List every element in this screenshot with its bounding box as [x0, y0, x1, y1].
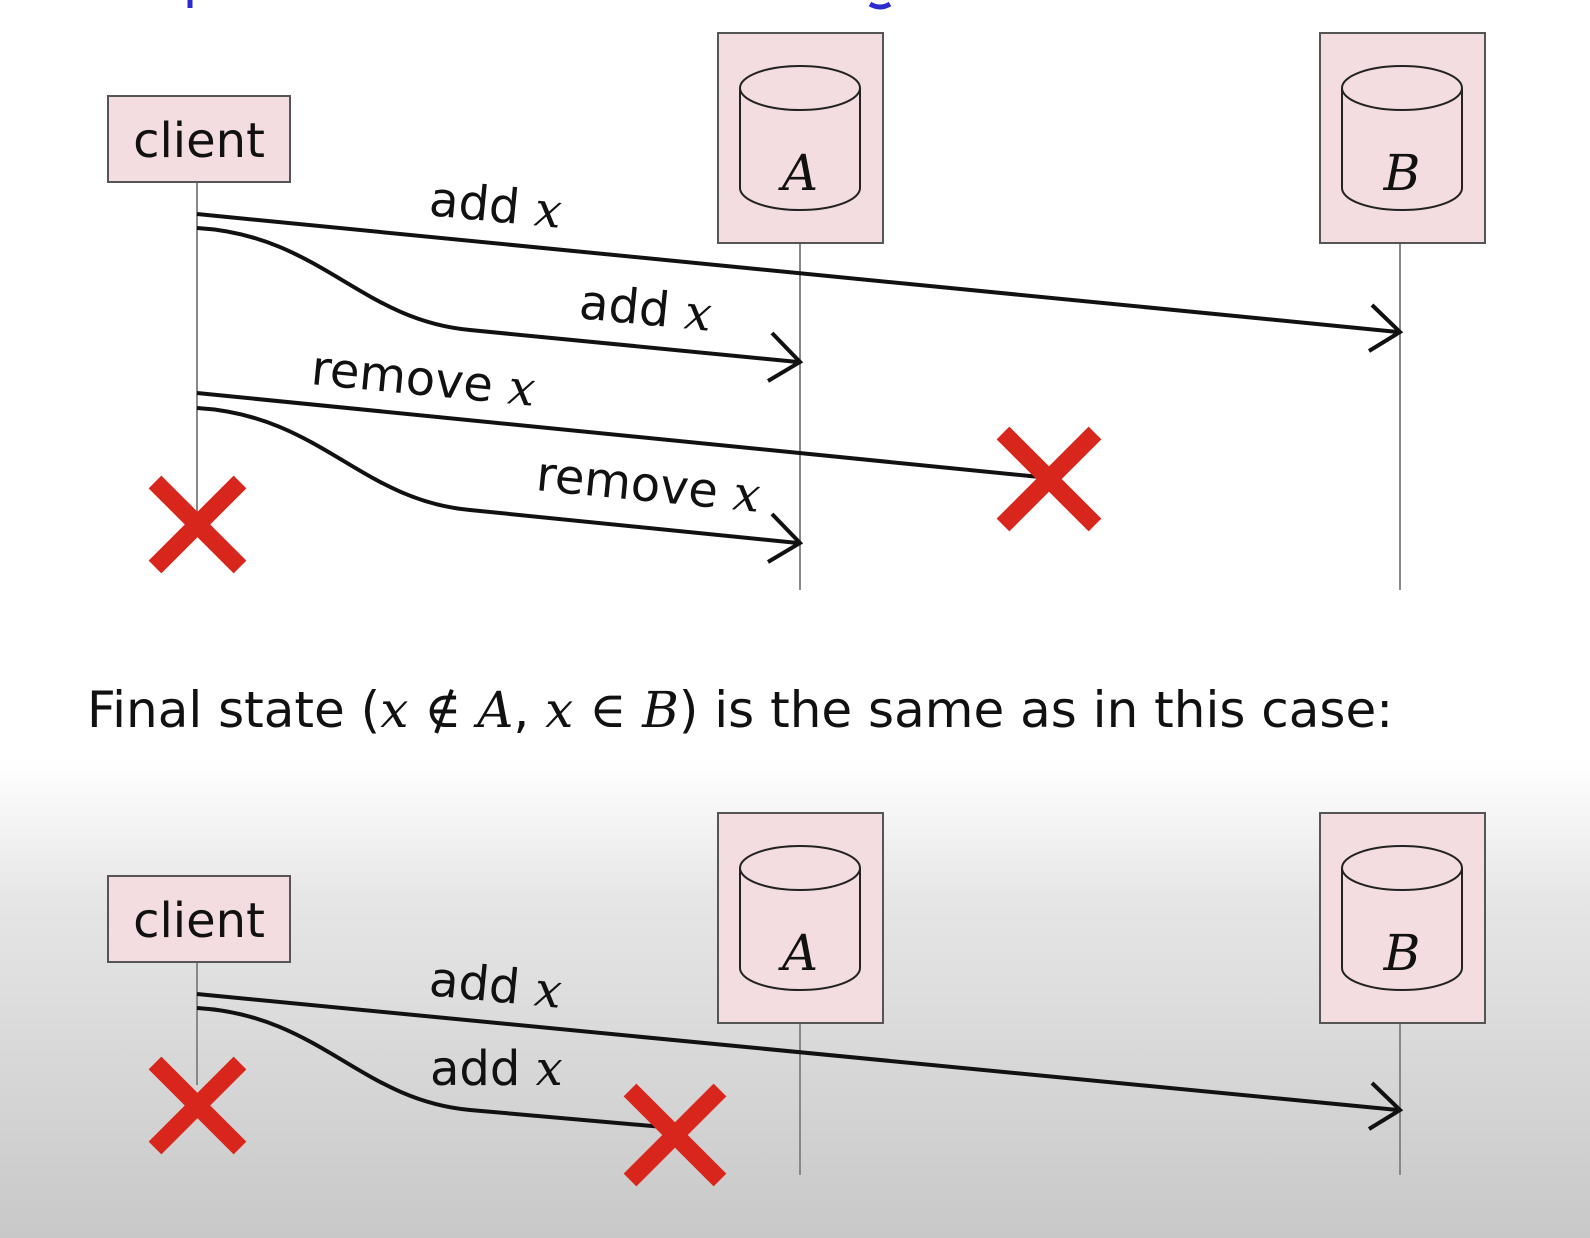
message-label: add x: [427, 171, 565, 240]
client-label: client: [133, 113, 265, 169]
message-add-x-to-a: add x: [196, 226, 804, 383]
message-add-x-to-b: add x: [196, 171, 1404, 353]
bottom-diagram: client A B add x add x: [107, 812, 1486, 1187]
client-node: client: [107, 875, 291, 963]
top-diagram: client A B add x add x remo: [107, 32, 1486, 590]
message-add-x-to-b: add x: [196, 951, 1404, 1131]
message-label: add x: [427, 951, 565, 1020]
arrowhead-icon: [766, 512, 804, 564]
node-b: B: [1319, 32, 1486, 244]
title-fragment: [187, 0, 892, 10]
message-label: add x: [430, 1041, 563, 1097]
arrowhead-icon: [766, 331, 804, 383]
message-remove-x-to-a: remove x: [196, 406, 804, 564]
client-crash-cross-icon: [148, 1056, 247, 1155]
final-state-caption: Final state (x ∉ A, x ∈ B) is the same a…: [87, 681, 1393, 739]
message-label: remove x: [534, 446, 763, 524]
message-lost-cross-icon: [996, 426, 1102, 532]
message-add-x-lost: add x: [196, 1006, 676, 1130]
node-a: A: [717, 32, 884, 244]
message-lost-cross-icon: [623, 1083, 727, 1187]
arrowhead-icon: [1367, 303, 1404, 353]
node-a: A: [717, 812, 884, 1024]
client-label: client: [133, 893, 265, 949]
client-node: client: [107, 95, 291, 183]
node-a-label: A: [778, 924, 818, 982]
node-b: B: [1319, 812, 1486, 1024]
node-a-label: A: [778, 144, 818, 202]
message-label: add x: [577, 274, 715, 343]
arrowhead-icon: [1367, 1081, 1404, 1131]
node-b-label: B: [1383, 144, 1421, 202]
client-crash-cross-icon: [148, 475, 247, 574]
node-b-label: B: [1383, 924, 1421, 982]
